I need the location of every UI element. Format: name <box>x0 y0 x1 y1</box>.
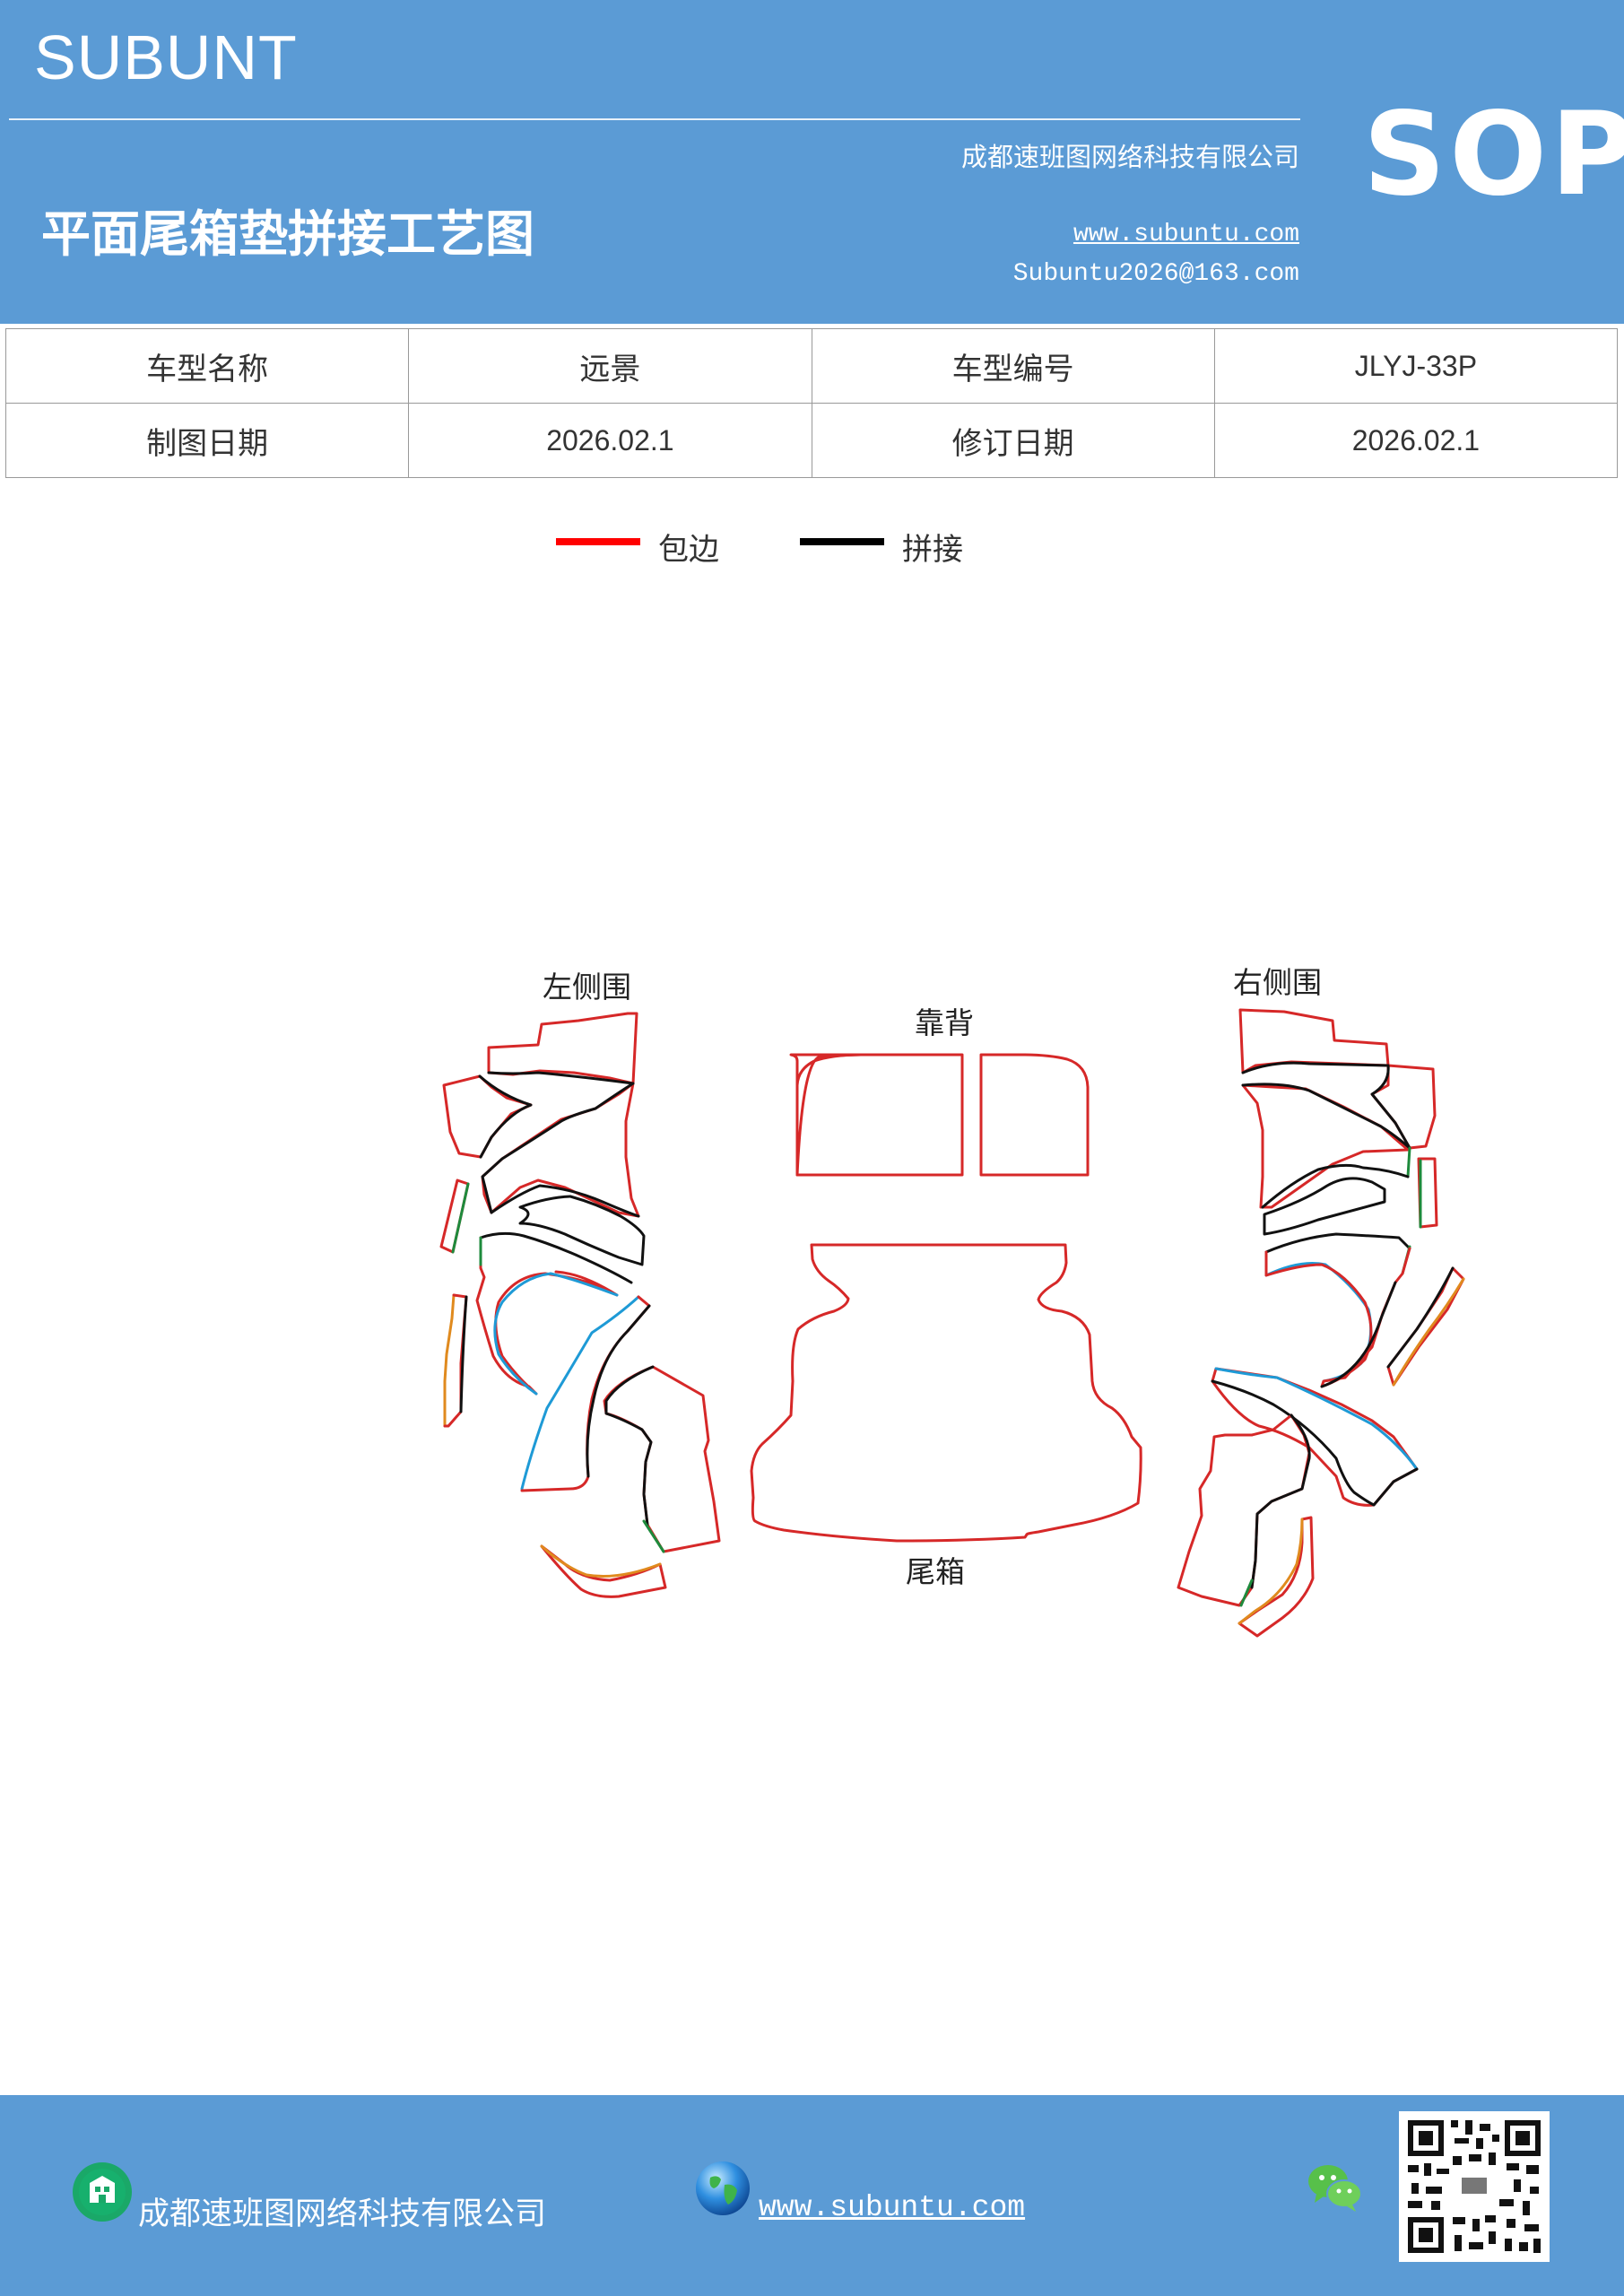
footer-website[interactable]: www.subuntu.com <box>759 2191 1026 2224</box>
right-panel-bottom-blue <box>1214 1367 1419 1471</box>
wechat-icon <box>1308 2165 1362 2212</box>
right-panel-green-a <box>1406 1146 1411 1178</box>
left-panel-strip-green <box>451 1182 470 1254</box>
right-panel-lower-left-splice <box>1250 1413 1311 1589</box>
right-panel-mid-splice <box>1241 1083 1411 1150</box>
legend-edge-label: 包边 <box>658 532 719 568</box>
right-panel-bottom-splice <box>1211 1379 1419 1507</box>
backrest-right-panel <box>979 1053 1090 1177</box>
model-name-label: 车型名称 <box>4 328 410 404</box>
table-row: 制图日期 2026.02.1 修订日期 2026.02.1 <box>4 403 1619 478</box>
table-row: 车型名称 远景 车型编号 JLYJ-33P <box>4 328 1619 404</box>
left-panel-bottom-green <box>642 1519 665 1553</box>
left-panel-wedge-splice <box>478 1074 533 1159</box>
left-panel-foot <box>540 1544 667 1598</box>
left-panel-lower <box>475 1236 619 1396</box>
left-panel-foot-orange <box>540 1544 662 1578</box>
revise-date-value: 2026.02.1 <box>1213 403 1619 478</box>
splice-diagram: 左侧围 靠背 右侧围 尾箱 <box>439 965 1465 1638</box>
left-panel-top-splice <box>487 1071 635 1085</box>
left-panel-bottom-splice <box>604 1365 655 1526</box>
left-side-label: 左侧围 <box>543 970 631 1004</box>
header-banner: SUBUNT 成都速班图网络科技有限公司 平面尾箱垫拼接工艺图 www.subu… <box>0 0 1624 324</box>
qr-code-graphic <box>1399 2111 1550 2262</box>
back-label: 靠背 <box>915 1005 974 1040</box>
left-panel-orange-strip <box>443 1293 456 1428</box>
company-name: 成都速班图网络科技有限公司 <box>960 142 1299 172</box>
right-panel-diag-strip-splice <box>1386 1266 1455 1369</box>
right-panel-wedge-splice <box>1370 1064 1411 1150</box>
legend-splice-label: 拼接 <box>902 532 963 568</box>
legend-splice: 拼接 <box>800 525 979 570</box>
document-title: 平面尾箱垫拼接工艺图 <box>41 205 535 263</box>
model-code-value: JLYJ-33P <box>1213 328 1619 404</box>
right-panel-lower-left-green <box>1239 1578 1254 1607</box>
sop-badge: SOP <box>1363 88 1624 222</box>
left-panel-blue-curve <box>493 1272 619 1396</box>
left-panel-blue-diag <box>520 1295 640 1491</box>
right-panel-diag-strip-orange <box>1392 1277 1465 1387</box>
globe-icon <box>696 2161 750 2215</box>
legend-edge-swatch <box>556 538 640 545</box>
legend-splice-swatch <box>800 538 884 545</box>
model-name-value: 远景 <box>408 328 812 404</box>
right-panel-top-splice <box>1241 1061 1390 1074</box>
email-address: Subuntu2026@163.com <box>1012 260 1299 288</box>
right-panel-foot-orange <box>1238 1518 1304 1625</box>
left-panel-diag-splice <box>586 1304 651 1478</box>
right-side-label: 右侧围 <box>1233 965 1322 1000</box>
right-panel-diag-strip <box>1386 1266 1465 1387</box>
backrest-left-panel-outline <box>795 1053 964 1177</box>
trunk-panel <box>750 1243 1142 1543</box>
left-panel-wave <box>479 1231 633 1284</box>
left-panel-bottom <box>603 1365 721 1553</box>
qr-code <box>1399 2111 1550 2262</box>
draw-date-value: 2026.02.1 <box>408 403 812 478</box>
draw-date-label: 制图日期 <box>4 403 410 478</box>
building-icon <box>73 2162 132 2222</box>
vehicle-info-table: 车型名称 远景 车型编号 JLYJ-33P 制图日期 2026.02.1 修订日… <box>4 328 1619 478</box>
trunk-label: 尾箱 <box>906 1554 965 1589</box>
legend-edge: 包边 <box>556 525 735 570</box>
right-panel-curve-a <box>1261 1163 1410 1209</box>
right-panel-wave <box>1264 1232 1411 1254</box>
header-divider <box>9 118 1300 120</box>
backrest-panels <box>789 1053 1090 1177</box>
left-panel-curve-b <box>518 1195 646 1266</box>
footer-company: 成都速班图网络科技有限公司 <box>138 2196 547 2232</box>
right-side-panels <box>1177 1008 1465 1638</box>
right-panel-curve-b <box>1263 1177 1386 1236</box>
model-code-label: 车型编号 <box>811 328 1215 404</box>
right-panel-splice-line <box>1320 1281 1397 1388</box>
revise-date-label: 修订日期 <box>811 403 1215 478</box>
brand-name: SUBUNT <box>34 22 298 92</box>
left-panel-left-strip-splice <box>459 1295 468 1413</box>
left-panel-curve-a <box>490 1184 640 1218</box>
left-panel-mid-splice <box>481 1082 635 1214</box>
website-link[interactable]: www.subuntu.com <box>1073 221 1299 248</box>
left-panel-diag <box>520 1295 651 1492</box>
left-side-panels <box>439 1012 721 1598</box>
